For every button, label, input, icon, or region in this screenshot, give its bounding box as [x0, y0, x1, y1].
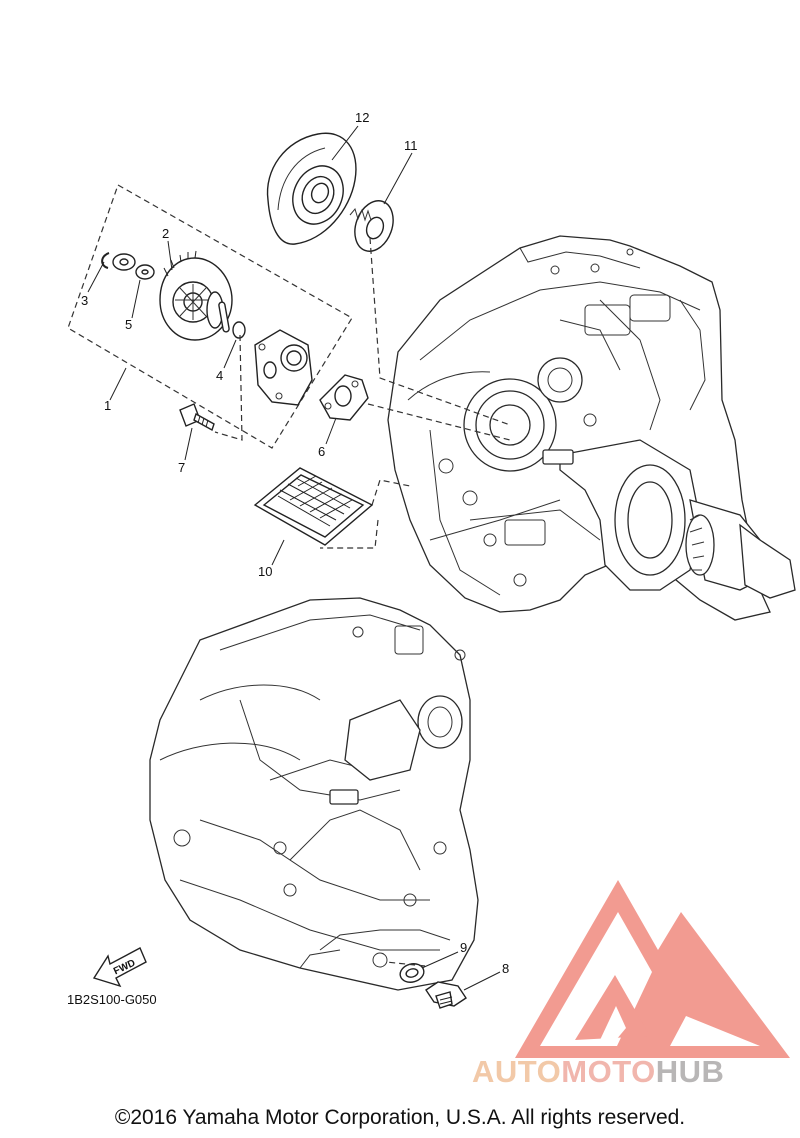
upper-crankcase — [387, 235, 796, 621]
automotohub-logo — [515, 880, 790, 1058]
o-ring-part-4 — [232, 321, 246, 339]
diagram-code: 1B2S100-G050 — [67, 992, 157, 1007]
part-label-6: 6 — [318, 444, 325, 459]
dowel-pin — [218, 301, 230, 333]
part-label-8: 8 — [502, 961, 509, 976]
part-label-2: 2 — [162, 226, 169, 241]
part-label-4: 4 — [216, 368, 223, 383]
part-label-1: 1 — [104, 398, 111, 413]
drain-bolt-part-8 — [425, 981, 467, 1009]
fwd-arrow: FWD — [92, 947, 147, 988]
part-label-5: 5 — [125, 317, 132, 332]
copyright-footer: ©2016 Yamaha Motor Corporation, U.S.A. A… — [114, 1106, 686, 1129]
seal-part-11 — [349, 200, 394, 252]
cover-part-12 — [266, 132, 357, 245]
strainer-part-10 — [253, 467, 374, 546]
leader-lines — [87, 125, 501, 991]
oil-pump-assembly-outline — [67, 184, 353, 449]
assembly-lines — [214, 237, 511, 967]
bolt-part-7 — [179, 403, 215, 432]
lower-crankcase — [149, 597, 479, 991]
part-label-12: 12 — [355, 110, 369, 125]
part-label-10: 10 — [258, 564, 272, 579]
part-label-3: 3 — [81, 293, 88, 308]
circlip-part-3 — [101, 252, 110, 269]
watermark-text: AUTOMOTOHUB — [472, 1050, 724, 1094]
watermark-moto: MOTO — [561, 1054, 656, 1089]
part-label-11: 11 — [404, 138, 418, 153]
gasket-part-6 — [319, 374, 369, 421]
watermark-auto: AUTO — [472, 1054, 562, 1089]
oil-pump-body — [254, 329, 313, 406]
washer-part-5 — [135, 264, 155, 280]
oil-pump-gear-part-2 — [159, 250, 233, 341]
part-number-labels: 12 11 2 3 5 4 1 6 7 10 9 8 — [81, 110, 509, 976]
washer — [112, 253, 136, 271]
watermark-hub: HUB — [655, 1054, 725, 1089]
part-label-9: 9 — [460, 940, 467, 955]
part-label-7: 7 — [178, 460, 185, 475]
